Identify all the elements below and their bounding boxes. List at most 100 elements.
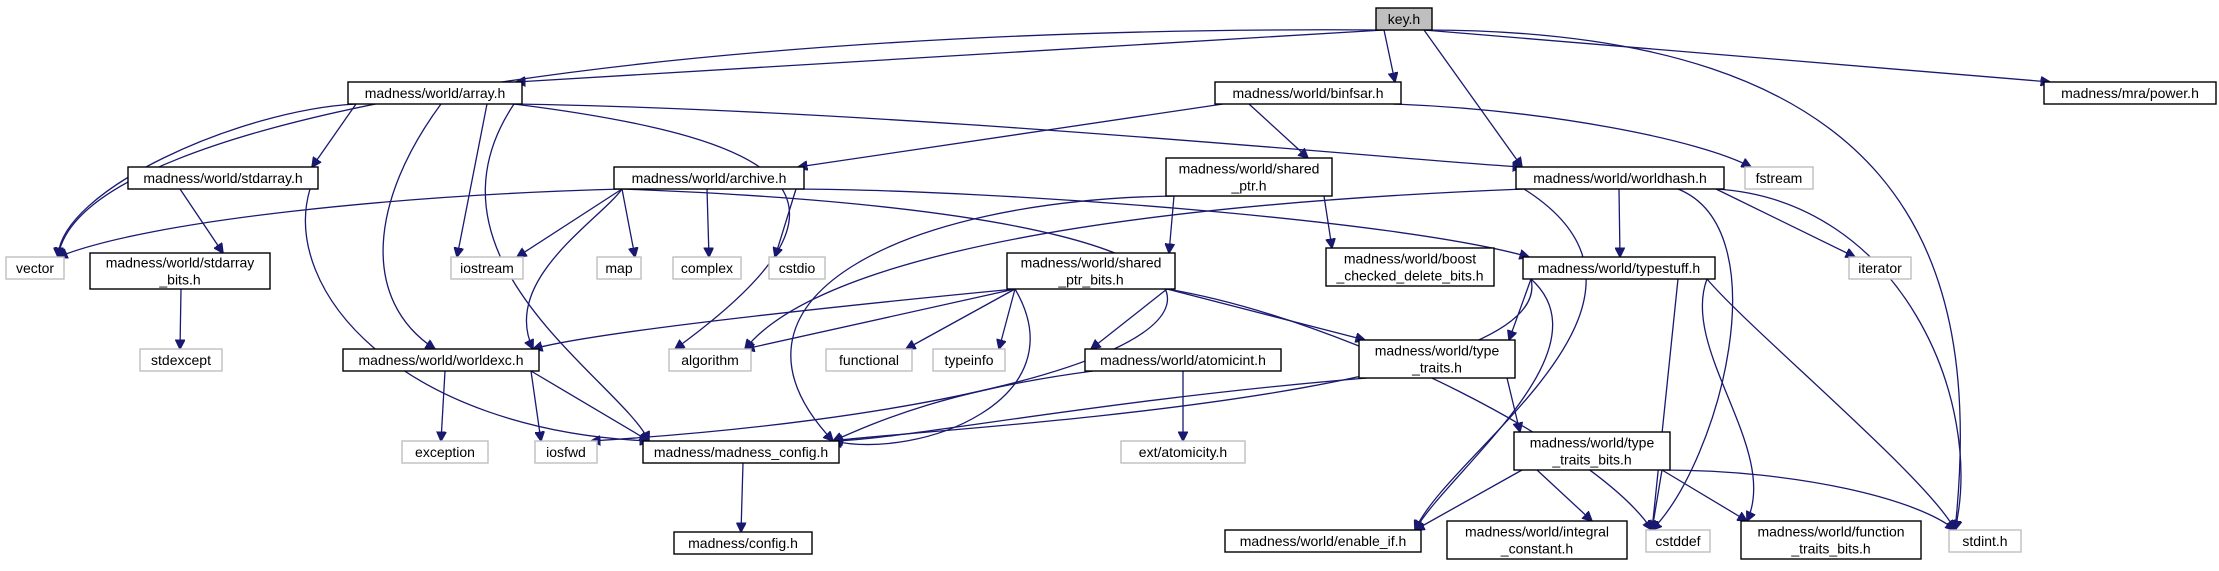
- node-atomicint[interactable]: madness/world/atomicint.h: [1084, 348, 1282, 372]
- node-enable-if[interactable]: madness/world/enable_if.h: [1224, 529, 1422, 553]
- node-label: iostream: [460, 260, 514, 276]
- edge-archive-to-vector: [58, 188, 623, 257]
- node-stdint: stdint.h: [1948, 529, 2022, 553]
- node-binfsar[interactable]: madness/world/binfsar.h: [1214, 81, 1402, 105]
- edge-array-to-madness_config: [484, 103, 649, 441]
- edge-binfsar-to-archive: [798, 103, 1224, 167]
- edge-shared_ptr-to-boost_cdel: [1323, 195, 1332, 248]
- node-label: _traits_bits.h: [1551, 452, 1631, 468]
- node-box: [1224, 529, 1422, 553]
- edge-archive-to-typestuff: [795, 188, 1529, 257]
- edge-array-to-vector: [58, 103, 357, 257]
- node-type-traits-bits[interactable]: madness/world/type_traits_bits.h: [1513, 431, 1671, 471]
- node-integral-constant[interactable]: madness/world/integral_constant.h: [1446, 520, 1628, 560]
- node-label: _checked_delete_bits.h: [1335, 268, 1483, 284]
- edge-archive-to-iosfwd: [591, 188, 1168, 441]
- node-box: [401, 440, 489, 464]
- node-shared-ptr-bits[interactable]: madness/world/shared_ptr_bits.h: [1006, 252, 1176, 290]
- node-label: madness/world/archive.h: [632, 170, 787, 186]
- edge-stdarray-to-madness_config: [304, 188, 649, 441]
- node-ext-atomicity: ext/atomicity.h: [1120, 440, 1246, 464]
- node-label: madness/world/worldhash.h: [1533, 170, 1707, 186]
- edge-typestuff-to-cstddef: [1652, 278, 1679, 530]
- node-typestuff[interactable]: madness/world/typestuff.h: [1522, 256, 1716, 280]
- edge-worldexc-to-iosfwd: [530, 370, 541, 441]
- edge-archive-to-map: [621, 188, 635, 257]
- node-box: [1358, 339, 1516, 379]
- node-type-traits[interactable]: madness/world/type_traits.h: [1358, 339, 1516, 379]
- node-label: iosfwd: [546, 444, 586, 460]
- node-array[interactable]: madness/world/array.h: [347, 81, 523, 105]
- node-config[interactable]: madness/config.h: [673, 531, 813, 555]
- node-box: [1740, 520, 1922, 560]
- node-map: map: [596, 256, 642, 280]
- edge-worldhash-to-enable_if: [1415, 188, 1587, 530]
- node-box: [1084, 348, 1282, 372]
- node-box: [1006, 252, 1176, 290]
- edge-shared_ptr_bits-to-madness_config: [833, 288, 1031, 444]
- node-label: algorithm: [681, 352, 739, 368]
- node-label: _traits.h: [1411, 360, 1462, 376]
- node-worldhash[interactable]: madness/world/worldhash.h: [1515, 166, 1725, 190]
- node-box: [1446, 520, 1628, 560]
- edge-key-to-binfsar: [1383, 29, 1395, 82]
- node-boost-cdel[interactable]: madness/world/boost_checked_delete_bits.…: [1325, 247, 1495, 287]
- edge-archive-to-complex: [707, 188, 709, 257]
- edge-binfsar-to-shared_ptr: [1248, 103, 1308, 158]
- node-box: [1165, 157, 1333, 197]
- node-label: fstream: [1756, 170, 1803, 186]
- node-label: cstddef: [1655, 533, 1700, 549]
- node-box: [1513, 431, 1671, 471]
- node-label: _bits.h: [158, 272, 200, 288]
- edge-typestuff-to-enable_if: [1415, 278, 1554, 530]
- edge-worldhash-to-typestuff: [1619, 188, 1620, 257]
- node-shared-ptr[interactable]: madness/world/shared_ptr.h: [1165, 157, 1333, 197]
- edge-archive-to-iostream: [517, 188, 623, 257]
- node-label: exception: [415, 444, 475, 460]
- edge-key-to-power: [1423, 29, 2050, 82]
- node-stdarray[interactable]: madness/world/stdarray.h: [127, 166, 319, 190]
- node-box: [1515, 166, 1725, 190]
- node-label: _ptr.h: [1230, 178, 1266, 194]
- node-box: [672, 256, 742, 280]
- edge-shared_ptr_bits-to-functional: [906, 288, 1016, 349]
- edge-typestuff-to-type_traits: [1509, 278, 1532, 340]
- edge-array-to-algorithm: [513, 103, 791, 349]
- node-label: madness/world/enable_if.h: [1240, 533, 1407, 549]
- node-stdarray-bits[interactable]: madness/world/stdarray_bits.h: [89, 252, 271, 290]
- node-label: madness/madness_config.h: [654, 444, 828, 460]
- node-box: [139, 348, 223, 372]
- edge-madness_config-to-config: [741, 462, 743, 532]
- edge-shared_ptr-to-shared_ptr_bits: [1169, 195, 1174, 253]
- node-label: _constant.h: [1500, 541, 1573, 557]
- node-typeinfo: typeinfo: [932, 348, 1006, 372]
- node-box: [1375, 7, 1433, 31]
- edge-array-to-iostream: [457, 103, 488, 257]
- edge-worldexc-to-madness_config: [530, 370, 649, 441]
- node-madness-config[interactable]: madness/madness_config.h: [642, 440, 840, 464]
- node-box: [932, 348, 1006, 372]
- edge-worldexc-to-exception: [441, 370, 445, 441]
- node-box: [534, 440, 598, 464]
- node-label: cstdio: [779, 260, 816, 276]
- node-box: [1744, 166, 1814, 190]
- node-key: key.h: [1375, 7, 1433, 31]
- node-label: _traits_bits.h: [1790, 541, 1870, 557]
- node-label: key.h: [1388, 11, 1420, 27]
- node-cstdio: cstdio: [768, 256, 826, 280]
- node-label: iterator: [1858, 260, 1902, 276]
- node-archive[interactable]: madness/world/archive.h: [613, 166, 805, 190]
- edge-type_traits_bits-to-stdint: [1661, 469, 1955, 530]
- node-worldexc[interactable]: madness/world/worldexc.h: [342, 348, 540, 372]
- node-label: stdint.h: [1962, 533, 2007, 549]
- node-label: madness/config.h: [688, 535, 798, 551]
- node-label: madness/world/integral: [1465, 524, 1609, 540]
- edge-type_traits_bits-to-function_traits_bits: [1661, 469, 1747, 521]
- edge-worldhash-to-cstddef: [1652, 188, 1734, 530]
- node-power[interactable]: madness/mra/power.h: [2043, 81, 2217, 105]
- node-complex: complex: [672, 256, 742, 280]
- edge-shared_ptr_bits-to-type_traits: [1166, 288, 1365, 340]
- edge-shared_ptr_bits-to-cstddef: [1166, 288, 1652, 530]
- node-function-traits-bits[interactable]: madness/world/function_traits_bits.h: [1740, 520, 1922, 560]
